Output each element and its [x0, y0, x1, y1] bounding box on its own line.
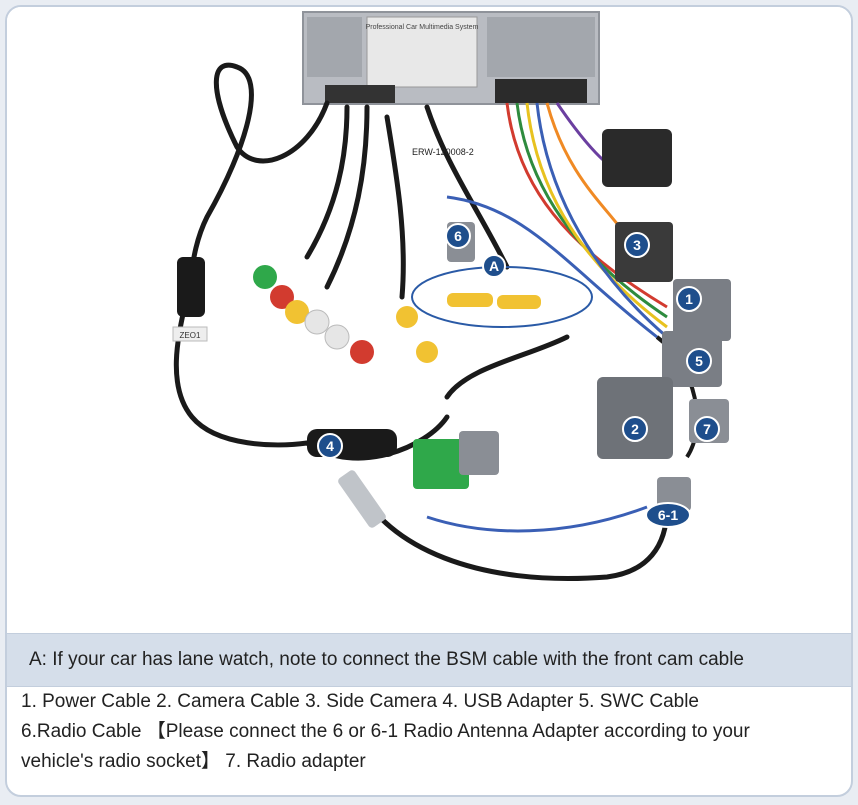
cam-box: [602, 129, 672, 187]
head-unit: Professional Car Multimedia System: [302, 11, 600, 105]
legend-line-2: 6.Radio Cable 【Please connect the 6 or 6…: [21, 721, 750, 742]
svg-text:3: 3: [633, 237, 641, 253]
badge-2: 2: [622, 416, 648, 442]
svg-text:4: 4: [326, 438, 334, 454]
svg-text:A: A: [489, 258, 499, 274]
image-card: Professional Car Multimedia System: [5, 5, 853, 797]
svg-text:7: 7: [703, 421, 711, 437]
harness-illustration: Professional Car Multimedia System: [172, 11, 731, 582]
badge-3: 3: [624, 232, 650, 258]
svg-text:6: 6: [454, 228, 462, 244]
legend-line-1: 1. Power Cable 2. Camera Cable 3. Side C…: [21, 691, 699, 712]
badge-6-1: 6-1: [645, 502, 691, 528]
badge-4: 4: [317, 433, 343, 459]
black-cables: [173, 62, 670, 582]
cable-legend: 1. Power Cable 2. Camera Cable 3. Side C…: [21, 687, 841, 777]
lane-watch-note: A: If your car has lane watch, note to c…: [29, 649, 744, 670]
usb-tag-label: ZEO1: [180, 331, 201, 340]
radio-grey-connector: [459, 431, 499, 475]
wiring-harness-photo: Professional Car Multimedia System: [7, 7, 851, 633]
head-unit-label: Professional Car Multimedia System: [366, 24, 479, 31]
badge-5: 5: [686, 348, 712, 374]
lane-watch-note-bar: A: If your car has lane watch, note to c…: [7, 633, 851, 687]
svg-text:6-1: 6-1: [658, 507, 678, 523]
rca-connectors: [253, 265, 541, 364]
cable-tag-label: ERW-120008-2: [412, 147, 474, 157]
svg-text:2: 2: [631, 421, 639, 437]
svg-text:1: 1: [685, 291, 693, 307]
svg-text:5: 5: [695, 353, 703, 369]
usb-plug: [177, 257, 205, 317]
badge-a: A: [482, 254, 506, 278]
antenna-plug: [338, 470, 386, 528]
badge-7: 7: [694, 416, 720, 442]
badge-6: 6: [445, 223, 471, 249]
legend-line-3: vehicle's radio socket】 7. Radio adapter: [21, 751, 366, 772]
radio-green-connector: [413, 439, 469, 489]
badge-1: 1: [676, 286, 702, 312]
